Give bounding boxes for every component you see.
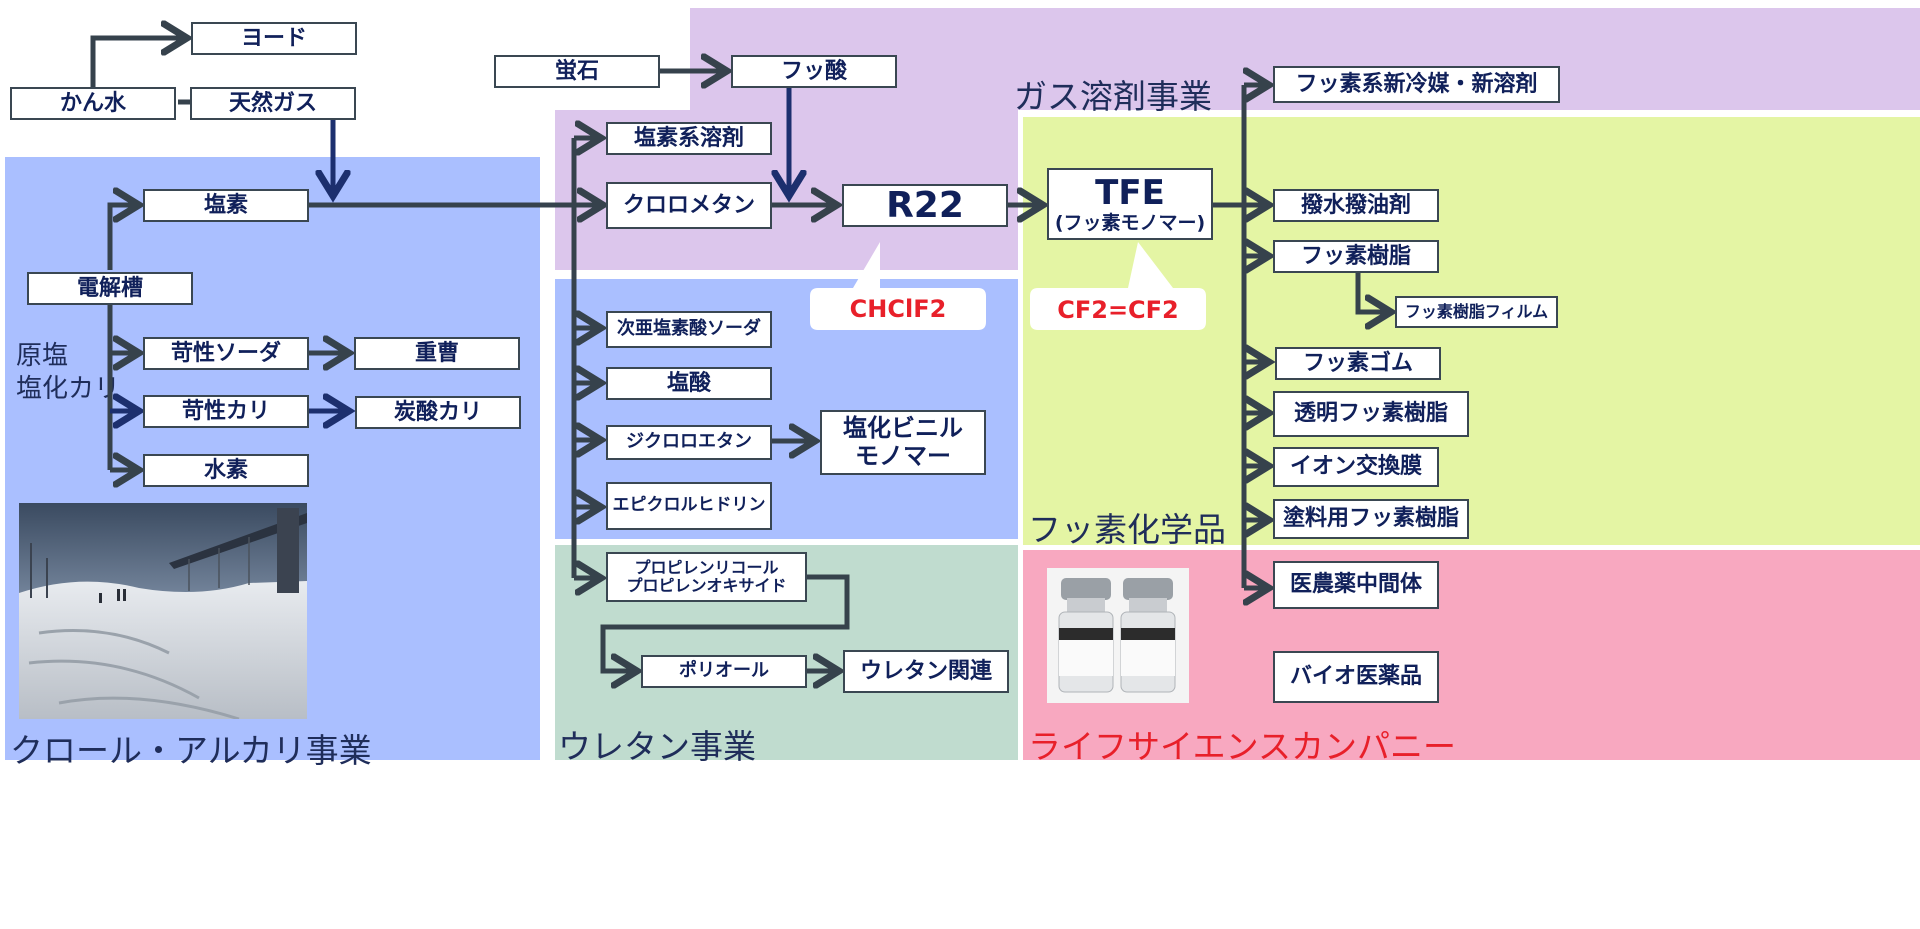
node-caustic-potash: 苛性カリ bbox=[143, 395, 309, 428]
salt-field-photo bbox=[19, 503, 307, 719]
label-raw-materials: 原塩 塩化カリ bbox=[16, 341, 121, 404]
node-dichloroethane: ジクロロエタン bbox=[606, 425, 772, 460]
node-baking-soda: 重曹 bbox=[354, 337, 520, 370]
link-resin-film bbox=[1355, 270, 1390, 312]
node-iodine: ヨード bbox=[191, 22, 357, 55]
node-electrolyzer: 電解槽 bbox=[27, 272, 193, 305]
label-urethane: ウレタン事業 bbox=[558, 727, 756, 766]
node-hf: フッ酸 bbox=[731, 55, 897, 88]
node-biopharma: バイオ医薬品 bbox=[1273, 651, 1439, 703]
node-chlorine: 塩素 bbox=[143, 189, 309, 222]
node-pharma-intermediate: 医農薬中間体 bbox=[1273, 561, 1439, 609]
link-electro-chlorine bbox=[107, 205, 138, 270]
node-potassium-carbonate: 炭酸カリ bbox=[355, 396, 521, 429]
vial-photo bbox=[1047, 568, 1189, 703]
node-hydrogen: 水素 bbox=[143, 454, 309, 487]
label-chlor-alkali: クロール・アルカリ事業 bbox=[10, 731, 372, 770]
node-polyol: ポリオール bbox=[641, 655, 807, 688]
node-coating-resin: 塗料用フッ素樹脂 bbox=[1273, 499, 1469, 539]
callout-cf2-bubble bbox=[1030, 242, 1206, 330]
node-repellent: 撥水撥油剤 bbox=[1273, 189, 1439, 222]
node-fluororesin: フッ素樹脂 bbox=[1273, 240, 1439, 273]
node-fluororubber: フッ素ゴム bbox=[1275, 347, 1441, 380]
node-new-refrigerant: フッ素系新冷媒・新溶剤 bbox=[1273, 66, 1560, 103]
node-vcm: 塩化ビニル モノマー bbox=[820, 410, 986, 475]
node-epichlorohydrin: エピクロルヒドリン bbox=[606, 482, 772, 530]
node-hypochlorite: 次亜塩素酸ソーダ bbox=[606, 311, 772, 348]
node-kansui: かん水 bbox=[10, 87, 176, 120]
node-tfe: TFE (フッ素モノマー) bbox=[1047, 168, 1213, 240]
label-lifescience: ライフサイエンスカンパニー bbox=[1028, 727, 1457, 766]
callout-cf2: CF2=CF2 bbox=[1057, 296, 1179, 324]
link-kansui-iodine bbox=[90, 38, 186, 87]
label-gas-solvent: ガス溶剤事業 bbox=[1014, 77, 1212, 116]
node-natural-gas: 天然ガス bbox=[190, 87, 356, 120]
node-caustic-soda: 苛性ソーダ bbox=[143, 337, 309, 370]
node-transparent-resin: 透明フッ素樹脂 bbox=[1273, 391, 1469, 437]
node-urethane-related: ウレタン関連 bbox=[843, 650, 1009, 693]
node-chlorinated-solvent: 塩素系溶剤 bbox=[606, 122, 772, 155]
node-fluorite: 蛍石 bbox=[494, 55, 660, 88]
node-r22: R22 bbox=[842, 184, 1008, 227]
node-tfe-subtitle: (フッ素モノマー) bbox=[1054, 211, 1206, 234]
node-chloromethane: クロロメタン bbox=[606, 182, 772, 229]
label-fluorochem: フッ素化学品 bbox=[1028, 510, 1226, 549]
link-pg-polyol bbox=[600, 574, 850, 671]
node-ion-exchange: イオン交換膜 bbox=[1273, 447, 1439, 487]
callout-chclf2-bubble bbox=[810, 242, 986, 330]
node-propylene-glycol: プロピレンリコール プロピレンオキサイド bbox=[606, 552, 807, 602]
node-tfe-title: TFE bbox=[1095, 172, 1165, 213]
node-fluororesin-film: フッ素樹脂フィルム bbox=[1395, 296, 1558, 328]
node-hcl: 塩酸 bbox=[606, 367, 772, 400]
callout-chclf2: CHClF2 bbox=[849, 295, 947, 323]
